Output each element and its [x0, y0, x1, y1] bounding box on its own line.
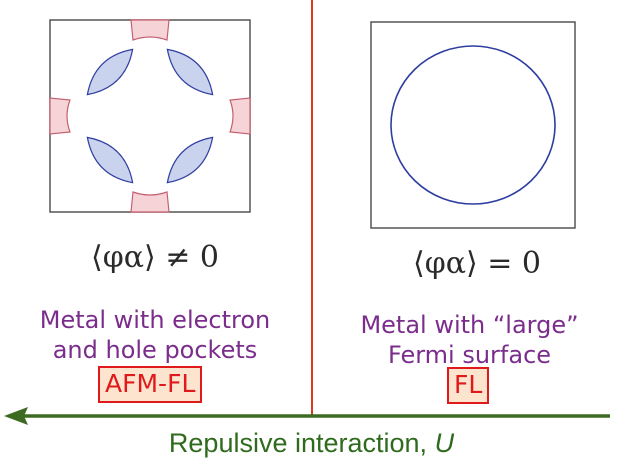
left-description-line2: and hole pockets — [52, 336, 258, 364]
electron-pocket-bottom — [130, 191, 170, 213]
right-order-parameter: ⟨φα⟩ = 0 — [413, 246, 541, 281]
zone-boundary — [370, 21, 576, 229]
left-description-line1: Metal with electron — [39, 306, 271, 334]
large-fermi-surface — [390, 45, 556, 205]
electron-pocket-left — [49, 97, 71, 135]
arrow-head-icon — [4, 407, 28, 425]
fl-badge: FL — [447, 367, 490, 404]
right-description: Metal with “large” Fermi surface — [316, 310, 623, 370]
interaction-axis-label: Repulsive interaction, U — [0, 428, 623, 459]
electron-pocket-top — [130, 19, 170, 41]
interaction-arrow — [4, 407, 610, 425]
right-description-line1: Metal with “large” — [360, 311, 579, 339]
hole-pocket-bottom-left — [86, 136, 134, 184]
left-brillouin-zone — [49, 19, 251, 213]
electron-pocket-right — [229, 97, 251, 135]
left-description: Metal with electron and hole pockets — [0, 305, 310, 365]
phase-divider — [311, 0, 313, 416]
afm-fl-badge: AFM-FL — [98, 366, 203, 403]
hole-pocket-top-left — [86, 48, 134, 96]
right-description-line2: Fermi surface — [387, 341, 552, 369]
hole-pocket-bottom-right — [166, 136, 214, 184]
hole-pocket-top-right — [166, 48, 214, 96]
zone-boundary — [49, 19, 251, 213]
axis-label-text: Repulsive interaction, — [168, 428, 435, 458]
right-brillouin-zone — [370, 21, 576, 229]
left-order-parameter: ⟨φα⟩ ≠ 0 — [91, 240, 219, 275]
axis-label-variable: U — [434, 428, 455, 458]
